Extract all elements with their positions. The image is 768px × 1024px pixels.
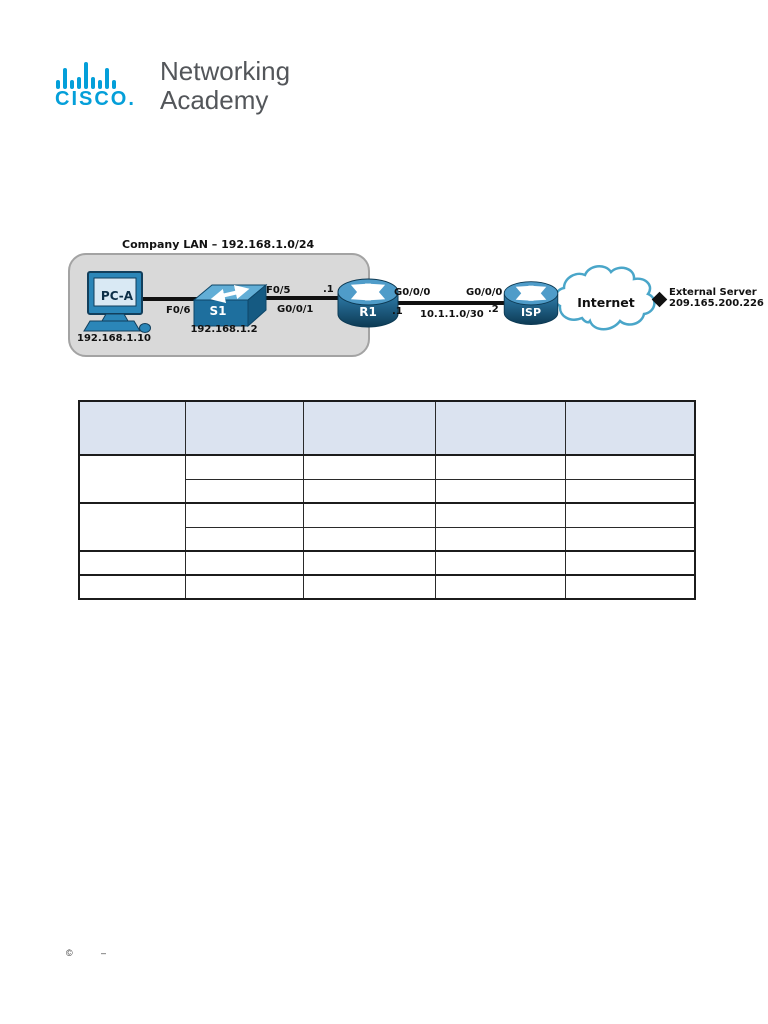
table-cell bbox=[78, 454, 186, 504]
label-r1-lan-ip: .1 bbox=[323, 284, 334, 295]
table-cell bbox=[564, 526, 696, 552]
table-cell bbox=[434, 574, 566, 600]
external-server-name: External Server bbox=[669, 287, 757, 298]
addressing-table bbox=[78, 400, 696, 600]
internet-label: Internet bbox=[577, 295, 635, 310]
router-r1-icon bbox=[336, 276, 400, 332]
table-cell bbox=[302, 574, 436, 600]
link-pc-s1 bbox=[137, 297, 201, 301]
switch-s1-icon bbox=[190, 280, 268, 328]
table-header-cell-3 bbox=[302, 400, 436, 456]
table-cell bbox=[78, 550, 186, 576]
table-cell bbox=[564, 550, 696, 576]
table-header-cell-1 bbox=[78, 400, 186, 456]
label-r1-g0-0-0: G0/0/0 bbox=[394, 287, 431, 298]
table-cell bbox=[78, 574, 186, 600]
table-cell bbox=[302, 526, 436, 552]
cisco-bridge-bars-icon bbox=[56, 61, 119, 89]
table-cell bbox=[434, 526, 566, 552]
external-server-ip: 209.165.200.226 bbox=[669, 298, 764, 309]
copyright-symbol: © bbox=[66, 948, 73, 958]
table-cell bbox=[302, 550, 436, 576]
table-header-cell-4 bbox=[434, 400, 566, 456]
footer-dash: – bbox=[101, 948, 107, 958]
table-cell bbox=[78, 502, 186, 552]
label-r1-wan-ip: .1 bbox=[392, 306, 403, 317]
label-isp-wan-ip: .2 bbox=[488, 304, 499, 315]
s1-name-label: S1 bbox=[209, 304, 227, 318]
label-isp-g0-0-0: G0/0/0 bbox=[466, 287, 503, 298]
link-s1-r1 bbox=[258, 296, 342, 300]
table-cell bbox=[184, 502, 304, 528]
table-row bbox=[79, 478, 696, 504]
logo-line-academy: Academy bbox=[160, 85, 269, 115]
link-r1-isp bbox=[396, 301, 506, 305]
table-cell bbox=[564, 454, 696, 480]
table-cell bbox=[434, 502, 566, 528]
table-row bbox=[78, 502, 696, 552]
table-cell bbox=[302, 502, 436, 528]
company-lan-label: Company LAN – 192.168.1.0/24 bbox=[122, 238, 315, 251]
table-header-cell-5 bbox=[564, 400, 696, 456]
pc-a-icon bbox=[80, 270, 154, 336]
table-cell bbox=[302, 454, 436, 480]
isp-name-label: ISP bbox=[520, 306, 542, 319]
table-cell bbox=[302, 478, 436, 504]
s1-ip-label: 192.168.1.2 bbox=[190, 324, 258, 335]
table-cell bbox=[434, 550, 566, 576]
table-cell bbox=[434, 454, 566, 480]
footer: © – bbox=[0, 946, 768, 960]
router-isp-icon bbox=[502, 279, 560, 329]
pc-a-ip-label: 192.168.1.10 bbox=[76, 333, 152, 344]
table-cell bbox=[184, 574, 304, 600]
label-wan-subnet: 10.1.1.0/30 bbox=[420, 309, 484, 320]
logo-line-networking: Networking bbox=[160, 56, 291, 86]
addressing-table-header-row bbox=[78, 400, 696, 456]
table-cell bbox=[184, 478, 304, 504]
label-f0-6: F0/6 bbox=[166, 305, 191, 316]
table-cell bbox=[564, 478, 696, 504]
table-cell bbox=[434, 478, 566, 504]
r1-name-label: R1 bbox=[359, 305, 377, 319]
networking-academy-text: Networking Academy bbox=[160, 57, 290, 115]
table-row bbox=[78, 550, 696, 576]
table-cell bbox=[564, 574, 696, 600]
table-cell bbox=[564, 502, 696, 528]
table-row bbox=[78, 574, 696, 600]
table-cell bbox=[184, 454, 304, 480]
table-row bbox=[79, 526, 696, 552]
external-server-labels: External Server 209.165.200.226 bbox=[669, 287, 764, 309]
table-header-cell-2 bbox=[184, 400, 304, 456]
label-f0-5: F0/5 bbox=[266, 285, 291, 296]
label-g0-0-1: G0/0/1 bbox=[277, 304, 314, 315]
table-cell bbox=[184, 526, 304, 552]
table-cell bbox=[184, 550, 304, 576]
pc-a-name-label: PC-A bbox=[100, 289, 134, 303]
table-row bbox=[78, 454, 696, 504]
topology-diagram: Company LAN – 192.168.1.0/24 PC-A 192.16… bbox=[60, 238, 768, 368]
cisco-wordmark: CISCO. bbox=[55, 88, 136, 110]
